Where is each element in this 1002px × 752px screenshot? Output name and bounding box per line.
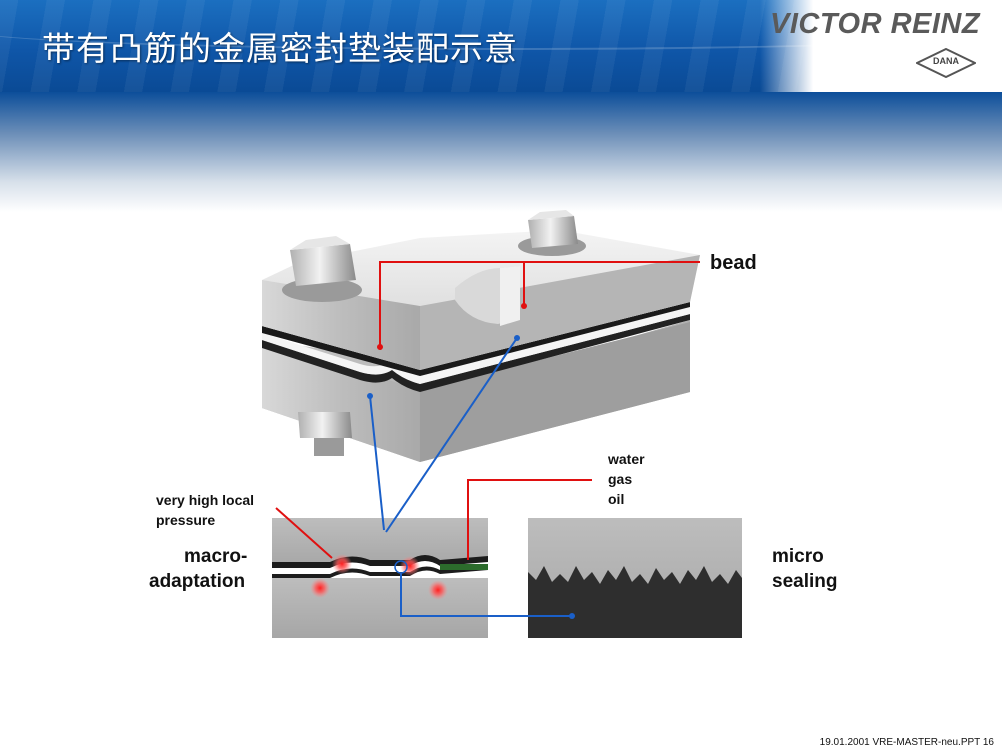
bead-leader-line-1 [379,261,700,347]
pressure-label-line2: pressure [156,512,216,528]
bottom-nut [298,412,352,456]
header-fade [0,92,1002,212]
blue-leader-line-3 [400,573,572,617]
dana-logo: DANA [916,48,976,78]
brand-panel [760,0,1002,92]
micro-label-line1: micro [772,546,824,567]
leader-lines [275,261,700,617]
lower-flange [262,320,690,462]
media-label-oil: oil [608,491,625,507]
blue-leader-line-1 [369,395,385,531]
micro-label-line2: sealing [772,571,838,592]
dana-text: DANA [933,56,959,66]
dana-diamond-icon [916,48,976,78]
blue-leader-line-2 [385,337,518,533]
upper-flange [262,230,700,370]
header-wave [0,8,1002,50]
micro-detail-block [528,518,742,638]
pressure-label-line1: very high local [156,492,255,508]
media-label-gas: gas [608,471,633,487]
brand-logo: VICTOR REINZ [770,8,981,40]
media-label-water: water [608,451,645,467]
slide-title: 带有凸筋的金属密封垫装配示意 [42,29,518,68]
media-leader-line [467,479,592,560]
macro-label-line2: adaptation [149,571,246,592]
bolt-right [518,210,586,256]
leader-dots [367,303,575,619]
macro-label-line1: macro- [184,546,248,567]
macro-detail-block [272,518,488,638]
footer-text: 19.01.2001 VRE-MASTER-neu.PPT 16 [819,737,994,748]
bead-label: bead [710,252,757,274]
pressure-leader-line [275,507,333,559]
gasket-layers [262,302,690,392]
bolt-left [282,236,362,302]
